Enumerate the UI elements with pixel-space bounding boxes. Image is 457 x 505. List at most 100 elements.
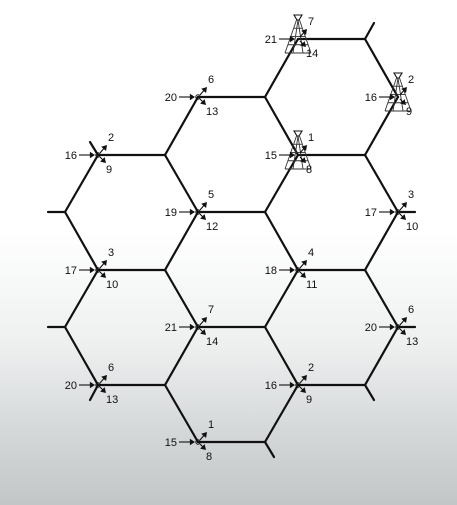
arrowhead [401, 87, 407, 93]
channel-label-left: 20 [65, 380, 77, 392]
site-marker [95, 382, 101, 388]
arrowhead [189, 208, 195, 216]
site-left-middle: 17 3 10 [65, 247, 119, 291]
arrowhead [300, 387, 306, 393]
arrowhead [189, 93, 195, 101]
cell-edge [163, 383, 200, 444]
site-marker [295, 267, 301, 273]
site-lower-left: 20 6 13 [65, 362, 119, 406]
channel-label-upper: 7 [308, 16, 314, 28]
arrowhead [200, 329, 206, 335]
channel-label-upper: 3 [108, 247, 114, 259]
channel-label-left: 16 [265, 380, 277, 392]
tower-top [393, 72, 403, 79]
arrowhead [189, 438, 195, 446]
cell-edge [263, 153, 300, 214]
arrowhead [101, 375, 107, 381]
cell-edge [263, 383, 300, 444]
cell-edge [363, 37, 400, 99]
channel-label-left: 17 [365, 207, 377, 219]
site-marker [95, 267, 101, 273]
cell-edge [263, 37, 300, 99]
arrowhead [89, 266, 95, 274]
channel-label-lower: 12 [206, 221, 218, 233]
site-marker [195, 324, 201, 330]
cell-edge [63, 325, 100, 387]
channel-label-lower: 8 [306, 164, 312, 176]
arrowhead [401, 202, 407, 208]
arrowhead [289, 266, 295, 274]
channel-label-upper: 5 [208, 189, 214, 201]
arrowhead [300, 157, 306, 163]
channel-label-lower: 13 [106, 394, 118, 406]
channel-label-upper: 2 [308, 362, 314, 374]
arrowhead [100, 272, 106, 278]
arrowhead [289, 35, 295, 43]
channel-label-lower: 8 [206, 451, 212, 463]
cell-edge [63, 210, 100, 272]
arrowhead [301, 29, 307, 35]
channel-label-left: 21 [265, 34, 277, 46]
channel-label-upper: 1 [208, 419, 214, 431]
cell-edge [363, 268, 400, 329]
arrowhead [301, 260, 307, 266]
arrowhead [100, 387, 106, 393]
cell-edge [263, 268, 300, 329]
channel-label-left: 20 [165, 92, 177, 104]
cell-edge [88, 383, 100, 402]
arrowhead [200, 214, 206, 220]
arrowhead [400, 329, 406, 335]
arrowhead [389, 93, 395, 101]
channel-label-upper: 2 [408, 74, 414, 86]
cell-edge [263, 210, 300, 272]
arrowhead [100, 157, 106, 163]
cell-edge [363, 153, 400, 214]
arrowhead [400, 214, 406, 220]
channel-label-lower: 14 [206, 336, 218, 348]
channel-label-left: 15 [265, 150, 277, 162]
arrowhead [401, 317, 407, 323]
site-marker [195, 94, 201, 100]
cell-edge [163, 95, 200, 157]
site-marker [395, 209, 401, 215]
arrowhead [389, 323, 395, 331]
cell-edge [263, 325, 300, 387]
cell-edge [363, 325, 400, 387]
channel-label-lower: 13 [206, 106, 218, 118]
arrowhead [189, 323, 195, 331]
cell-sites: 2171416292061315181629195121731017310184… [65, 14, 419, 463]
tower-top [293, 14, 303, 21]
channel-label-lower: 10 [106, 279, 118, 291]
channel-label-left: 15 [165, 437, 177, 449]
arrowhead [201, 432, 207, 438]
channel-label-upper: 7 [208, 304, 214, 316]
channel-label-lower: 9 [106, 164, 112, 176]
site-marker [295, 382, 301, 388]
channel-label-upper: 6 [108, 362, 114, 374]
channel-label-left: 17 [65, 265, 77, 277]
arrowhead [300, 41, 306, 47]
arrowhead [289, 151, 295, 159]
cell-edge [63, 268, 100, 329]
channel-label-lower: 10 [406, 221, 418, 233]
arrowhead [300, 272, 306, 278]
hex-grid [46, 21, 417, 459]
site-right-upper: 17 3 10 [365, 189, 419, 233]
arrowhead [201, 202, 207, 208]
channel-label-lower: 9 [306, 394, 312, 406]
channel-label-upper: 4 [308, 247, 314, 259]
cell-edge [63, 153, 100, 214]
channel-label-upper: 3 [408, 189, 414, 201]
site-marker [395, 324, 401, 330]
cell-edge [163, 210, 200, 272]
